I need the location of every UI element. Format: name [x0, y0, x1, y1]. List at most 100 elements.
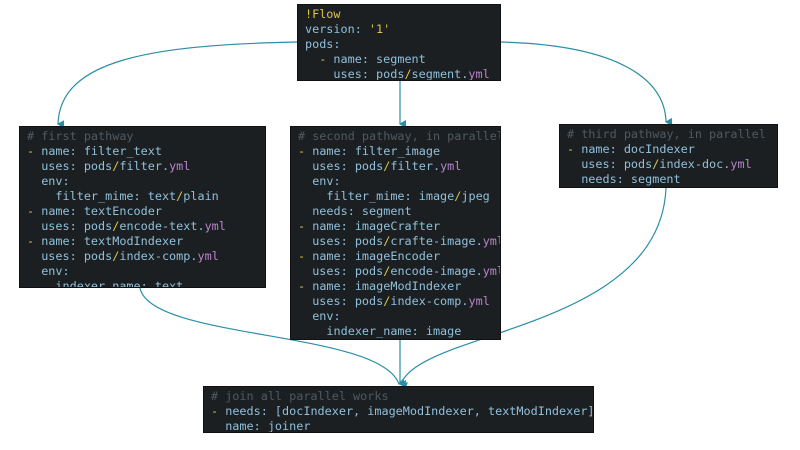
code-token: index-comp. — [390, 294, 469, 308]
code-comment: # third pathway, in parallel — [567, 127, 766, 141]
code-line: filter_mime: text/plain — [27, 189, 265, 204]
code-block-third-pathway: # third pathway, in parallel- name: docI… — [559, 124, 778, 188]
code-line: env: — [298, 309, 500, 324]
code-block-second-pathway: # second pathway, in parallel- name: fil… — [290, 126, 501, 340]
code-token: filter. — [119, 159, 170, 173]
code-token: yml — [730, 157, 752, 171]
code-token: crafte-image. — [390, 234, 483, 248]
code-line: needs: segment — [298, 204, 500, 219]
code-line: env: — [27, 264, 265, 279]
code-token: - — [27, 234, 42, 248]
code-line: indexer_name: text — [27, 279, 265, 287]
code-line: - name: textEncoder — [27, 204, 265, 219]
code-token: / — [383, 159, 391, 173]
code-token: yml — [468, 67, 490, 81]
code-token: - — [211, 404, 226, 418]
code-line: # second pathway, in parallel — [298, 129, 500, 144]
code-line: uses: pods/filter.yml — [27, 159, 265, 174]
arrow-top-to-right — [499, 41, 673, 126]
code-line: env: — [27, 174, 265, 189]
code-token: uses: pods — [27, 249, 113, 263]
code-token: yml — [482, 264, 500, 278]
code-token: needs: segment — [298, 204, 412, 218]
code-token: / — [404, 67, 412, 81]
code-line: needs: segment — [567, 172, 777, 187]
code-token: name: imageCrafter — [312, 219, 441, 233]
code-token: env: — [27, 264, 70, 278]
code-token: - — [27, 144, 42, 158]
code-line: uses: pods/crafte-image.yml — [298, 234, 500, 249]
code-token: name: joiner — [211, 419, 311, 433]
code-block-join: # join all parallel works- needs: [docIn… — [203, 386, 594, 433]
code-token: uses: pods — [27, 219, 113, 233]
code-token: needs: segment — [567, 172, 681, 186]
code-token: segment. — [411, 67, 469, 81]
code-token: yml — [197, 249, 219, 263]
code-comment: # second pathway, in parallel — [298, 129, 501, 143]
code-token: / — [383, 294, 391, 308]
code-token: uses: pods — [567, 157, 653, 171]
code-token: env: — [27, 174, 70, 188]
code-line: - name: textModIndexer — [27, 234, 265, 249]
code-comment: # join all parallel works — [211, 389, 389, 403]
code-token: index-doc. — [659, 157, 731, 171]
code-line: - name: imageEncoder — [298, 249, 500, 264]
code-token: - — [567, 142, 582, 156]
code-line: version: '1' — [305, 22, 500, 37]
code-line: uses: pods/index-comp.yml — [298, 294, 500, 309]
code-token: - — [305, 52, 334, 66]
code-token: / — [176, 189, 184, 203]
code-token: env: — [298, 309, 341, 323]
arrow-right-to-bottom — [400, 187, 667, 390]
code-token: filter. — [390, 159, 441, 173]
code-token: - — [298, 249, 313, 263]
code-token: yml — [440, 159, 462, 173]
code-line: filter_mime: image/jpeg — [298, 189, 500, 204]
code-token: yml — [468, 294, 490, 308]
code-token: plain — [183, 189, 219, 203]
code-token: yml — [204, 219, 226, 233]
code-token: / — [383, 264, 391, 278]
code-token: needs: [docIndexer, imageModIndexer, tex… — [225, 404, 594, 418]
code-token: yml — [169, 159, 191, 173]
code-token: env: — [298, 174, 341, 188]
code-block-first-pathway: # first pathway- name: filter_text uses:… — [19, 126, 266, 288]
code-token: pods: — [305, 37, 341, 51]
code-line: uses: pods/index-doc.yml — [567, 157, 777, 172]
code-token: '1' — [368, 22, 391, 36]
code-line: - name: docIndexer — [567, 142, 777, 157]
code-token: jpeg — [461, 189, 490, 203]
code-token: index-comp. — [119, 249, 198, 263]
code-line: !Flow — [305, 7, 500, 22]
code-line: # join all parallel works — [211, 389, 593, 404]
code-token: uses: pods — [298, 294, 384, 308]
code-token: / — [112, 159, 120, 173]
code-token: name: filter_text — [41, 144, 162, 158]
code-token: encode-image. — [390, 264, 483, 278]
code-token: / — [112, 249, 120, 263]
code-token: !Flow — [305, 7, 341, 21]
code-token: / — [454, 189, 462, 203]
code-token: encode-text. — [119, 219, 205, 233]
code-line: pods: — [305, 37, 500, 52]
code-token: version: — [305, 22, 369, 36]
arrow-left-to-bottom — [139, 287, 406, 386]
code-token: name: filter_image — [312, 144, 441, 158]
code-token: / — [112, 219, 120, 233]
code-token: uses: pods — [298, 159, 384, 173]
code-token: uses: pods — [298, 264, 384, 278]
code-token: - — [298, 279, 313, 293]
code-token: - — [27, 204, 42, 218]
code-line: uses: pods/encode-image.yml — [298, 264, 500, 279]
code-token: name: segment — [333, 52, 426, 66]
code-token: / — [652, 157, 660, 171]
code-token: - — [298, 144, 313, 158]
code-line: - name: filter_text — [27, 144, 265, 159]
code-line: - name: filter_image — [298, 144, 500, 159]
code-token: yml — [482, 234, 500, 248]
code-token: / — [383, 234, 391, 248]
code-token: name: textEncoder — [41, 204, 162, 218]
code-line: uses: pods/encode-text.yml — [27, 219, 265, 234]
code-line: - name: segment — [305, 52, 500, 67]
